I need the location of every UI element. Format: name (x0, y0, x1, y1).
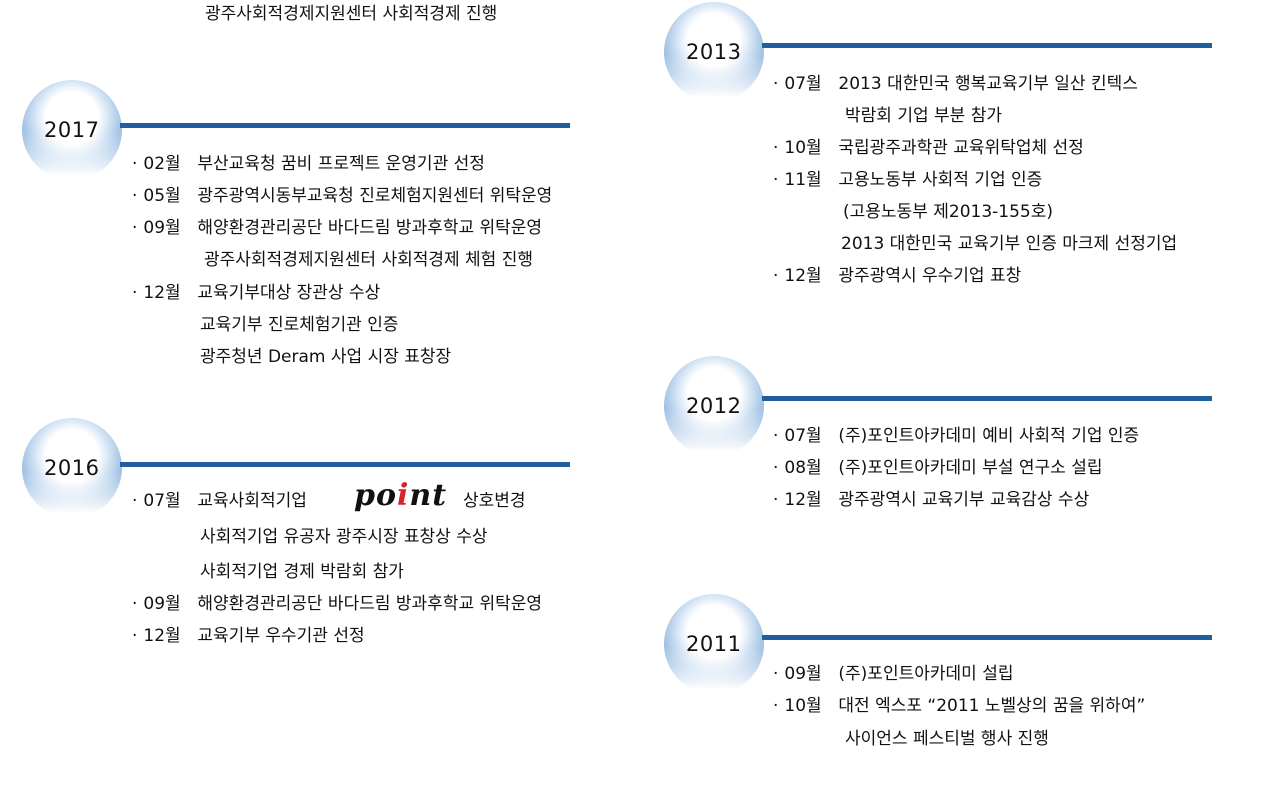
divider-2011 (762, 635, 1212, 640)
year-label-2016: 2016 (44, 456, 100, 480)
point-logo: point (354, 478, 448, 513)
list-item-continuation: 사회적기업 경제 박람회 참가 (200, 562, 404, 582)
list-item-continuation: 사회적기업 유공자 광주시장 표창상 수상 (200, 527, 488, 547)
year-badge-2017 (22, 80, 122, 180)
carryover-text: 광주사회적경제지원센터 사회적경제 진행 (205, 4, 498, 24)
year-badge-2013 (664, 2, 764, 102)
year-label-2012: 2012 (686, 394, 742, 418)
year-label-2013: 2013 (686, 40, 742, 64)
year-label-2011: 2011 (686, 632, 742, 656)
divider-2017 (120, 123, 570, 128)
divider-2016 (120, 462, 570, 467)
list-item: ·07월(주)포인트아카데미 예비 사회적 기업 인증 (773, 426, 1140, 446)
list-item-continuation: (고용노동부 제2013-155호) (843, 202, 1053, 222)
list-item: ·09월(주)포인트아카데미 설립 (773, 664, 1014, 684)
list-item: ·08월(주)포인트아카데미 부설 연구소 설립 (773, 458, 1103, 478)
list-item-continuation: 박람회 기업 부분 참가 (845, 106, 1002, 126)
list-item-continuation: 광주사회적경제지원센터 사회적경제 체험 진행 (204, 250, 534, 270)
divider-2012 (762, 396, 1212, 401)
year-label-2017: 2017 (44, 118, 100, 142)
list-item-continuation: 사이언스 페스티벌 행사 진행 (845, 729, 1049, 749)
list-item-continuation: 교육기부 진로체험기관 인증 (200, 315, 399, 335)
list-item-continuation: 광주청년 Deram 사업 시장 표창장 (200, 347, 452, 367)
list-item-continuation: 상호변경 (463, 491, 526, 511)
list-item-continuation: 2013 대한민국 교육기부 인증 마크제 선정기업 (841, 234, 1178, 254)
divider-2013 (762, 43, 1212, 48)
logo-accent: i (397, 478, 410, 513)
